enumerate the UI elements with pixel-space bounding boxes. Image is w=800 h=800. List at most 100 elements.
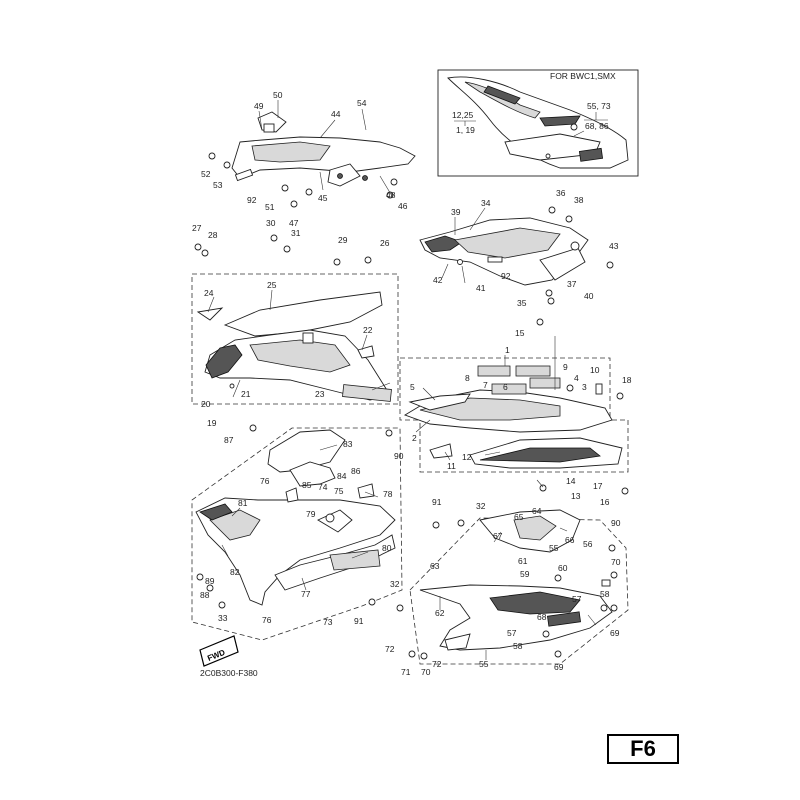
callout-86: 86	[351, 466, 361, 476]
callout-92b: 92	[501, 271, 511, 281]
callout-22: 22	[363, 325, 373, 335]
callout-51: 51	[265, 202, 275, 212]
callout-6: 6	[503, 382, 508, 392]
callout-91b: 91	[354, 616, 364, 626]
callout-90: 90	[394, 451, 404, 461]
inset-title: FOR BWC1,SMX	[550, 71, 616, 81]
callout-69: 69	[610, 628, 620, 638]
callout-52: 52	[201, 169, 211, 179]
callout-4: 4	[574, 373, 579, 383]
callout-56: 56	[583, 539, 593, 549]
callout-42: 42	[433, 275, 443, 285]
inset-label-55-73: 55, 73	[587, 101, 611, 111]
callout-74: 74	[318, 482, 328, 492]
callout-85: 85	[302, 480, 312, 490]
callout-71: 71	[401, 667, 411, 677]
callout-21: 21	[241, 389, 251, 399]
inset-label-1-19: 1, 19	[456, 125, 475, 135]
callout-12: 12	[462, 452, 472, 462]
callout-14: 14	[566, 476, 576, 486]
callout-57b: 57	[507, 628, 517, 638]
inset-variant-box: FOR BWC1,SMX 12,25 1, 19 55, 73 68, 86	[437, 69, 639, 177]
callout-77: 77	[301, 589, 311, 599]
callout-20: 20	[201, 399, 211, 409]
callout-65: 65	[514, 512, 524, 522]
callout-36: 36	[556, 188, 566, 198]
callout-7: 7	[483, 380, 488, 390]
callout-37: 37	[567, 279, 577, 289]
callout-16: 16	[600, 497, 610, 507]
callout-70: 70	[611, 557, 621, 567]
callout-70b: 70	[421, 667, 431, 677]
callout-82: 82	[230, 567, 240, 577]
forward-direction-arrow: FWD	[199, 635, 239, 667]
callout-44: 44	[331, 109, 341, 119]
callout-15: 15	[515, 328, 525, 338]
callout-75: 75	[334, 486, 344, 496]
callout-30: 30	[266, 218, 276, 228]
callout-24: 24	[204, 288, 214, 298]
inset-label-68-86: 68, 86	[585, 121, 609, 131]
callout-64: 64	[532, 506, 542, 516]
under-cowl-part-73	[195, 429, 396, 606]
callout-88: 88	[200, 590, 210, 600]
callout-48: 48	[386, 190, 396, 200]
fasteners	[194, 152, 629, 660]
callout-31: 31	[291, 228, 301, 238]
lower-cowling-part-55	[419, 509, 613, 651]
callout-11: 11	[447, 461, 456, 471]
callout-76b: 76	[262, 615, 272, 625]
callout-35: 35	[517, 298, 527, 308]
callout-25: 25	[267, 280, 277, 290]
callout-67: 67	[493, 531, 503, 541]
callout-55b: 55	[549, 543, 559, 553]
side-panel-part-20	[196, 291, 392, 402]
callout-46: 46	[398, 201, 408, 211]
callout-13: 13	[571, 491, 581, 501]
callout-83: 83	[343, 439, 353, 449]
upper-cowling-part-44	[231, 111, 416, 187]
callout-5: 5	[410, 382, 415, 392]
callout-19: 19	[207, 418, 217, 428]
inset-label-12-25: 12,25	[452, 110, 474, 120]
callout-53: 53	[213, 180, 223, 190]
callout-49: 49	[254, 101, 264, 111]
callout-32b: 32	[390, 579, 400, 589]
leader-lines	[207, 100, 597, 660]
callout-27: 27	[192, 223, 202, 233]
callout-26: 26	[380, 238, 390, 248]
callout-57: 57	[572, 594, 582, 604]
callout-3: 3	[582, 382, 587, 392]
callout-79: 79	[306, 509, 316, 519]
callout-72b: 72	[432, 659, 442, 669]
callout-2: 2	[412, 433, 417, 443]
callout-23: 23	[315, 389, 325, 399]
callout-92: 92	[247, 195, 257, 205]
callout-73: 73	[323, 617, 333, 627]
callout-72: 72	[385, 644, 395, 654]
callout-32: 32	[476, 501, 486, 511]
callout-47: 47	[289, 218, 299, 228]
callout-90b: 90	[611, 518, 621, 528]
callout-18: 18	[622, 375, 632, 385]
callout-81: 81	[238, 498, 248, 508]
callout-91: 91	[432, 497, 442, 507]
callout-9: 9	[563, 362, 568, 372]
callout-29: 29	[338, 235, 348, 245]
callout-87: 87	[224, 435, 234, 445]
callout-34: 34	[481, 198, 491, 208]
callout-50: 50	[273, 90, 283, 100]
callout-54: 54	[357, 98, 367, 108]
callout-78: 78	[383, 489, 393, 499]
callout-numbers: 1 2 3 4 5 6 7 8 9 10 11 12 13 14 15 16 1…	[192, 90, 632, 677]
callout-66: 66	[565, 535, 575, 545]
callout-40: 40	[584, 291, 594, 301]
callout-10: 10	[590, 365, 600, 375]
callout-17: 17	[593, 481, 603, 491]
callout-60: 60	[558, 563, 568, 573]
callout-28: 28	[208, 230, 218, 240]
callout-38: 38	[574, 195, 584, 205]
callout-58: 58	[600, 589, 610, 599]
page-label: F6	[630, 736, 656, 761]
